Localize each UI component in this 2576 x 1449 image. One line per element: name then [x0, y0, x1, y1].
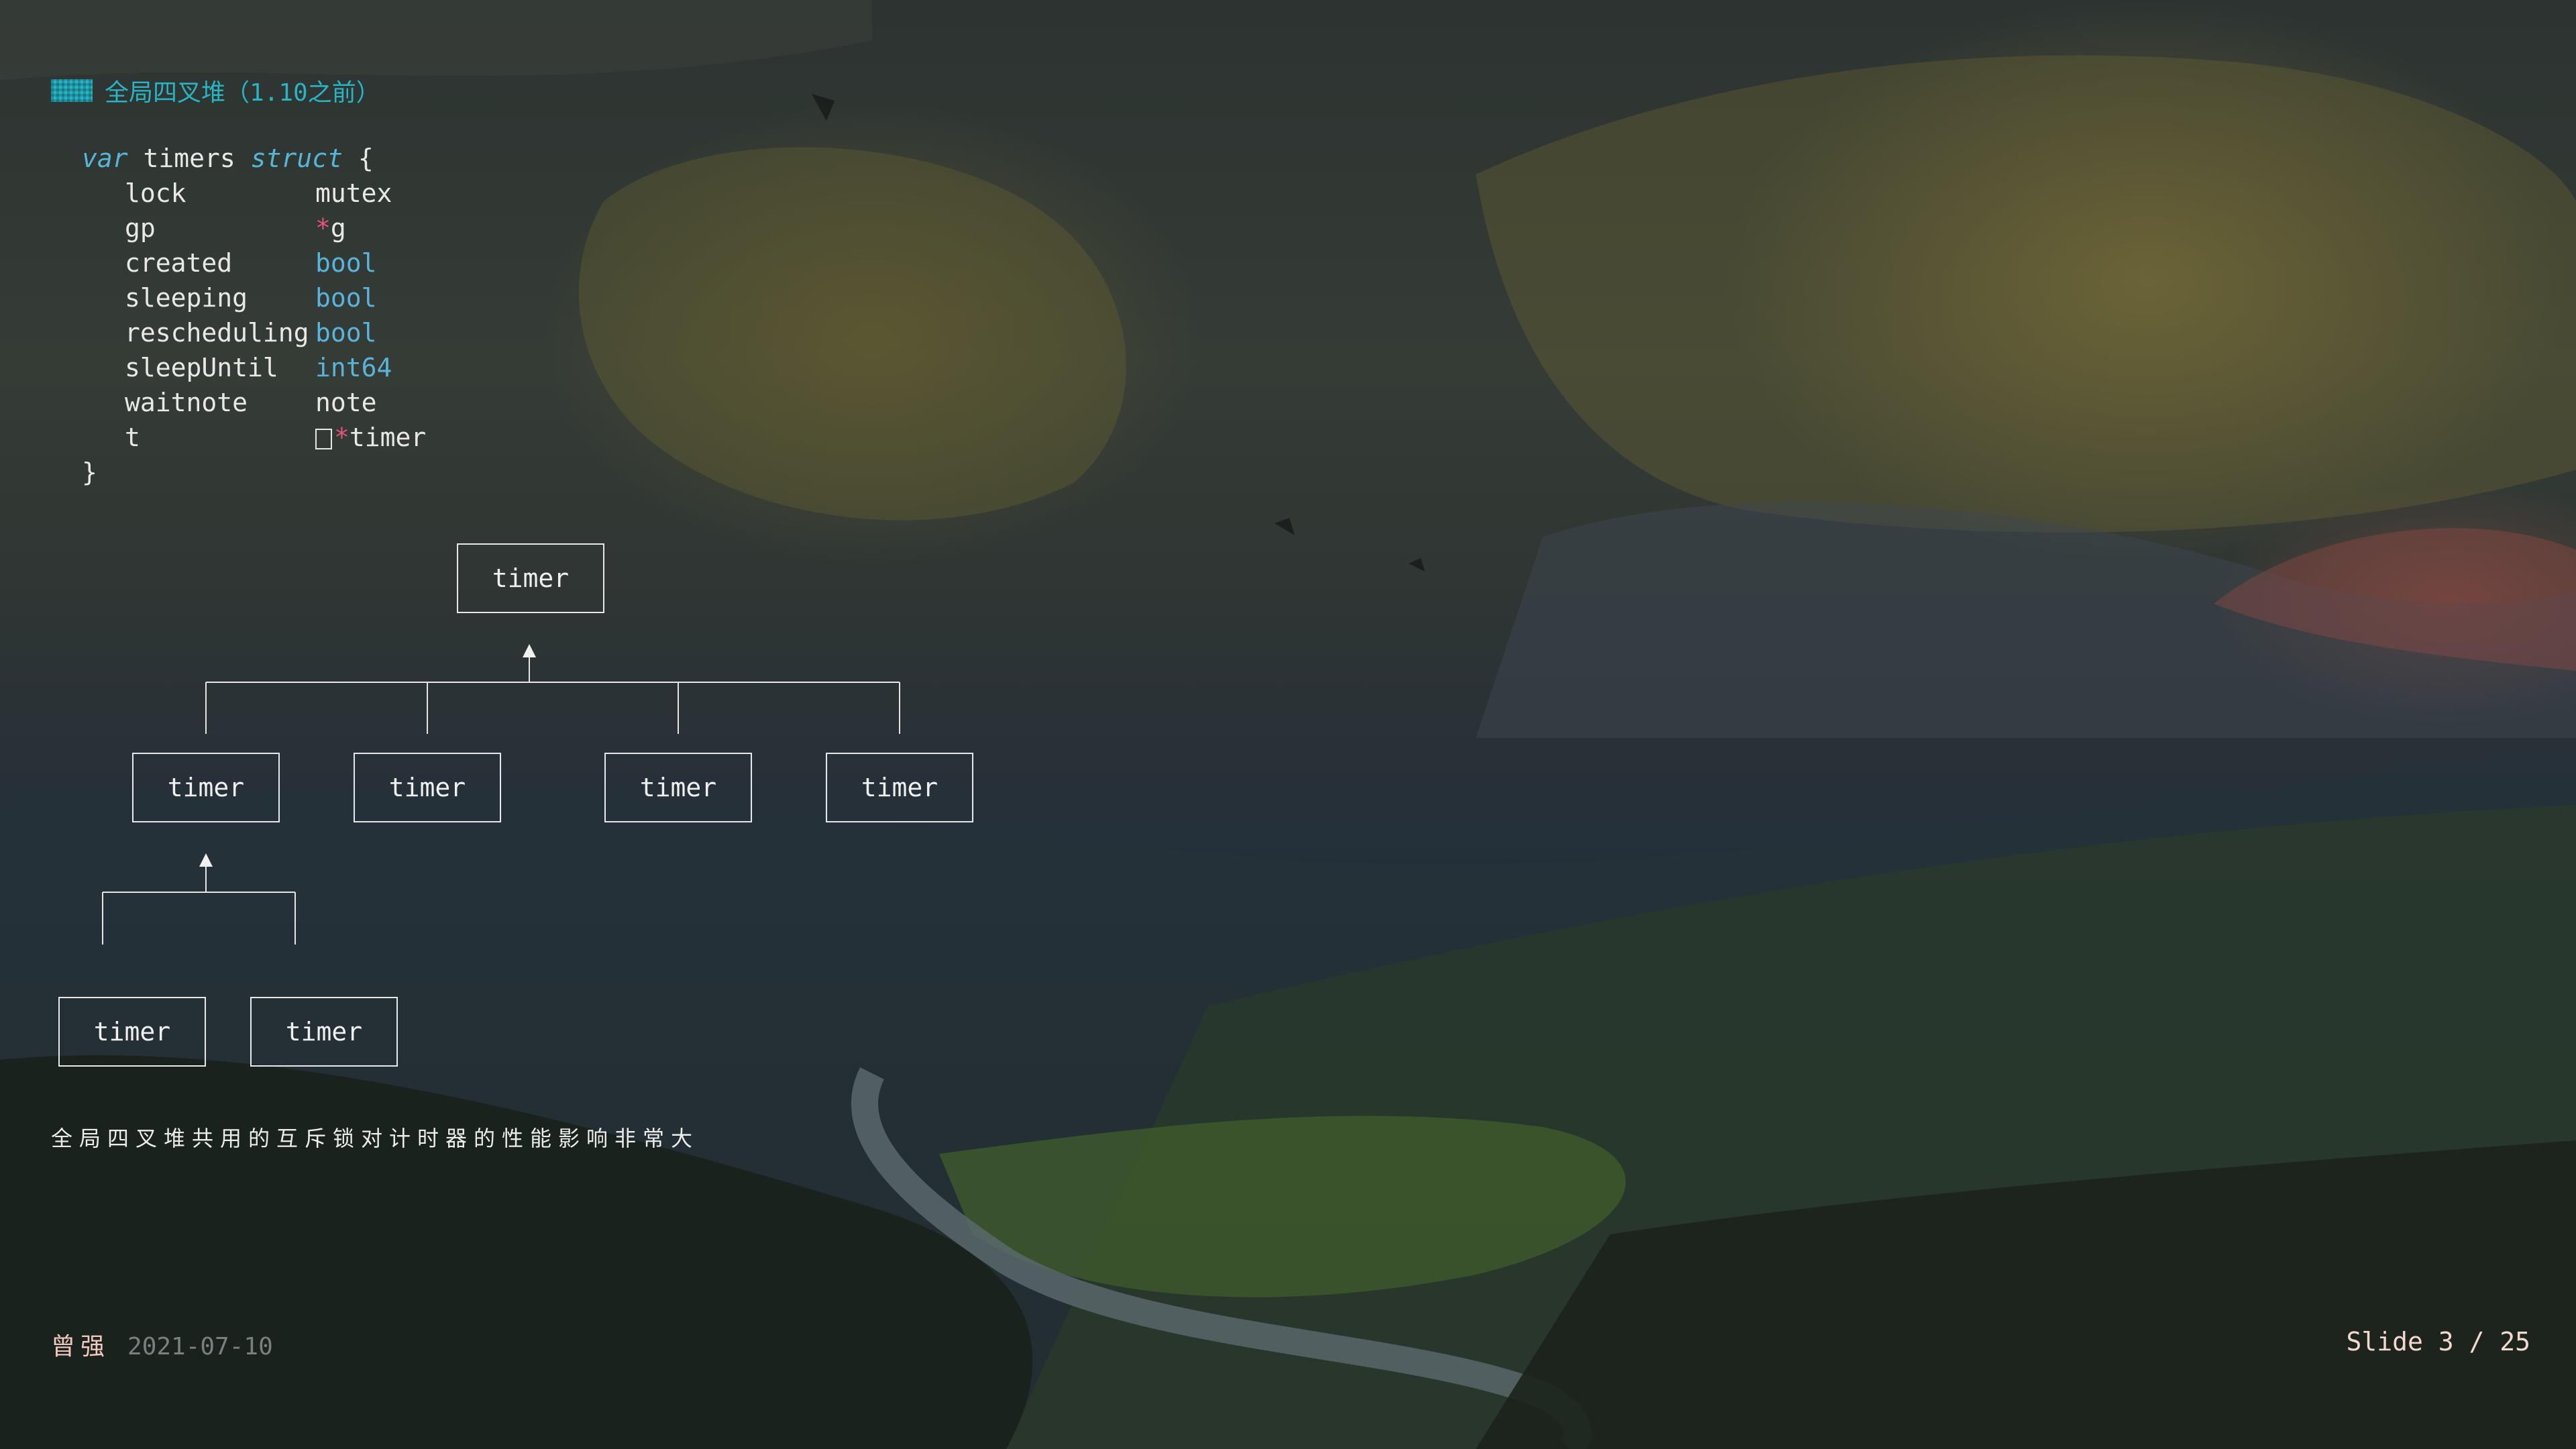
timer-node-child: timer — [132, 753, 280, 822]
open-brace: { — [358, 144, 374, 173]
pointer-star: * — [334, 423, 350, 452]
field-name: rescheduling — [125, 318, 309, 347]
field-type: g — [330, 213, 346, 243]
field-type: timer — [349, 423, 427, 452]
code-line-close: } — [82, 455, 426, 490]
code-field-row: created bool — [82, 246, 426, 280]
field-name: sleepUntil — [125, 353, 278, 382]
code-field-row: sleepUntil int64 — [82, 350, 426, 385]
section-heading: 全局四叉堆（1.10之前） — [51, 74, 380, 107]
field-type: mutex — [315, 178, 392, 208]
timer-node-child: timer — [826, 753, 973, 822]
struct-name: timers — [143, 144, 235, 173]
keyword-struct: struct — [250, 144, 343, 173]
pointer-star: * — [315, 213, 331, 243]
field-type: bool — [315, 318, 377, 347]
code-field-row: waitnote note — [82, 385, 426, 420]
keyword-var: var — [82, 144, 128, 173]
empty-brackets-icon — [315, 429, 332, 449]
code-field-row: t *timer — [82, 420, 426, 455]
block-marker-icon — [51, 79, 93, 102]
section-heading-text: 全局四叉堆（1.10之前） — [105, 79, 380, 107]
arrow-up-icon — [523, 644, 536, 657]
field-name: created — [125, 248, 233, 278]
arrow-up-icon — [199, 853, 213, 867]
timer-node-grandchild: timer — [250, 997, 398, 1067]
field-name: lock — [125, 178, 186, 208]
timer-node-child: timer — [354, 753, 501, 822]
field-type: note — [315, 388, 377, 417]
code-line-declaration: var timers struct { — [82, 141, 426, 176]
footer-info: 曾强 2021-07-10 — [51, 1327, 273, 1362]
slide-counter: Slide 3 / 25 — [2346, 1327, 2530, 1356]
presentation-date: 2021-07-10 — [127, 1333, 273, 1360]
field-name: waitnote — [125, 388, 248, 417]
timer-node-grandchild: timer — [58, 997, 206, 1067]
code-field-row: gp *g — [82, 211, 426, 246]
code-field-row: sleeping bool — [82, 280, 426, 315]
close-brace: } — [82, 458, 97, 487]
field-type: bool — [315, 283, 377, 313]
field-type: bool — [315, 248, 377, 278]
slide-note: 全局四叉堆共用的互斥锁对计时器的性能影响非常大 — [51, 1126, 700, 1151]
code-field-row: lock mutex — [82, 176, 426, 211]
timer-node-child: timer — [604, 753, 752, 822]
field-type: int64 — [315, 353, 392, 382]
field-name: gp — [125, 213, 156, 243]
field-name: t — [125, 423, 140, 452]
field-name: sleeping — [125, 283, 248, 313]
author-name: 曾强 — [51, 1333, 111, 1360]
timer-node-root: timer — [457, 543, 604, 613]
